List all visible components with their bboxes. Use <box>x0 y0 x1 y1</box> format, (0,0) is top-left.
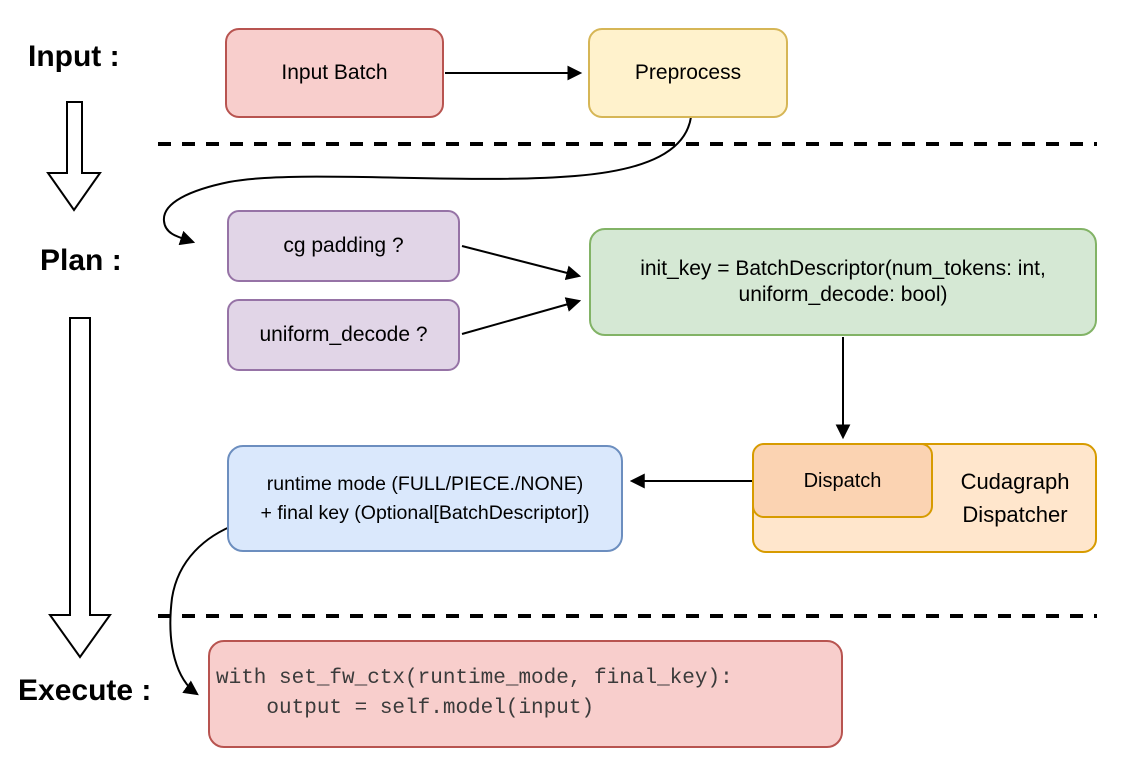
dispatcher-caption-line1: Cudagraph <box>960 469 1070 494</box>
stage-arrow-input-to-plan-icon <box>46 101 102 212</box>
connector-uniformdecode-to-initkey <box>461 297 582 335</box>
node-runtime-mode-line2: + final key (Optional[BatchDescriptor]) <box>260 501 590 524</box>
connector-runtimemode-to-execute <box>169 523 238 696</box>
node-execute-code: with set_fw_ctx(runtime_mode, final_key)… <box>208 640 843 748</box>
node-cg-padding: cg padding ? <box>227 210 460 282</box>
node-dispatch: Dispatch <box>752 443 933 518</box>
node-preprocess: Preprocess <box>588 28 788 118</box>
node-cg-padding-label: cg padding ? <box>283 234 404 257</box>
stage-label-input: Input : <box>28 40 120 73</box>
stage-arrow-plan-to-execute-icon <box>48 317 112 659</box>
node-init-key: init_key = BatchDescriptor(num_tokens: i… <box>589 228 1097 336</box>
connector-preprocess-to-cgpadding <box>162 116 692 246</box>
node-runtime-mode: runtime mode (FULL/PIECE./NONE) + final … <box>227 445 623 552</box>
node-init-key-line1: init_key = BatchDescriptor(num_tokens: i… <box>640 257 1046 280</box>
node-uniform-decode: uniform_decode ? <box>227 299 460 371</box>
node-cudagraph-dispatcher-caption: Cudagraph Dispatcher <box>933 443 1097 553</box>
node-preprocess-label: Preprocess <box>634 61 742 84</box>
node-uniform-decode-label: uniform_decode ? <box>259 323 428 346</box>
execute-code-line1: with set_fw_ctx(runtime_mode, final_key)… <box>216 667 733 690</box>
node-init-key-line2: uniform_decode: bool) <box>738 283 948 306</box>
node-dispatch-label: Dispatch <box>803 469 882 492</box>
dispatcher-caption-line2: Dispatcher <box>962 502 1068 527</box>
stage-label-execute: Execute : <box>18 674 152 707</box>
connector-cgpadding-to-initkey <box>461 245 582 281</box>
node-runtime-mode-line1: runtime mode (FULL/PIECE./NONE) <box>266 472 584 495</box>
stage-label-plan: Plan : <box>40 244 122 277</box>
node-input-batch: Input Batch <box>225 28 444 118</box>
node-input-batch-label: Input Batch <box>281 61 388 84</box>
execute-code-line2: output = self.model(input) <box>216 697 595 720</box>
